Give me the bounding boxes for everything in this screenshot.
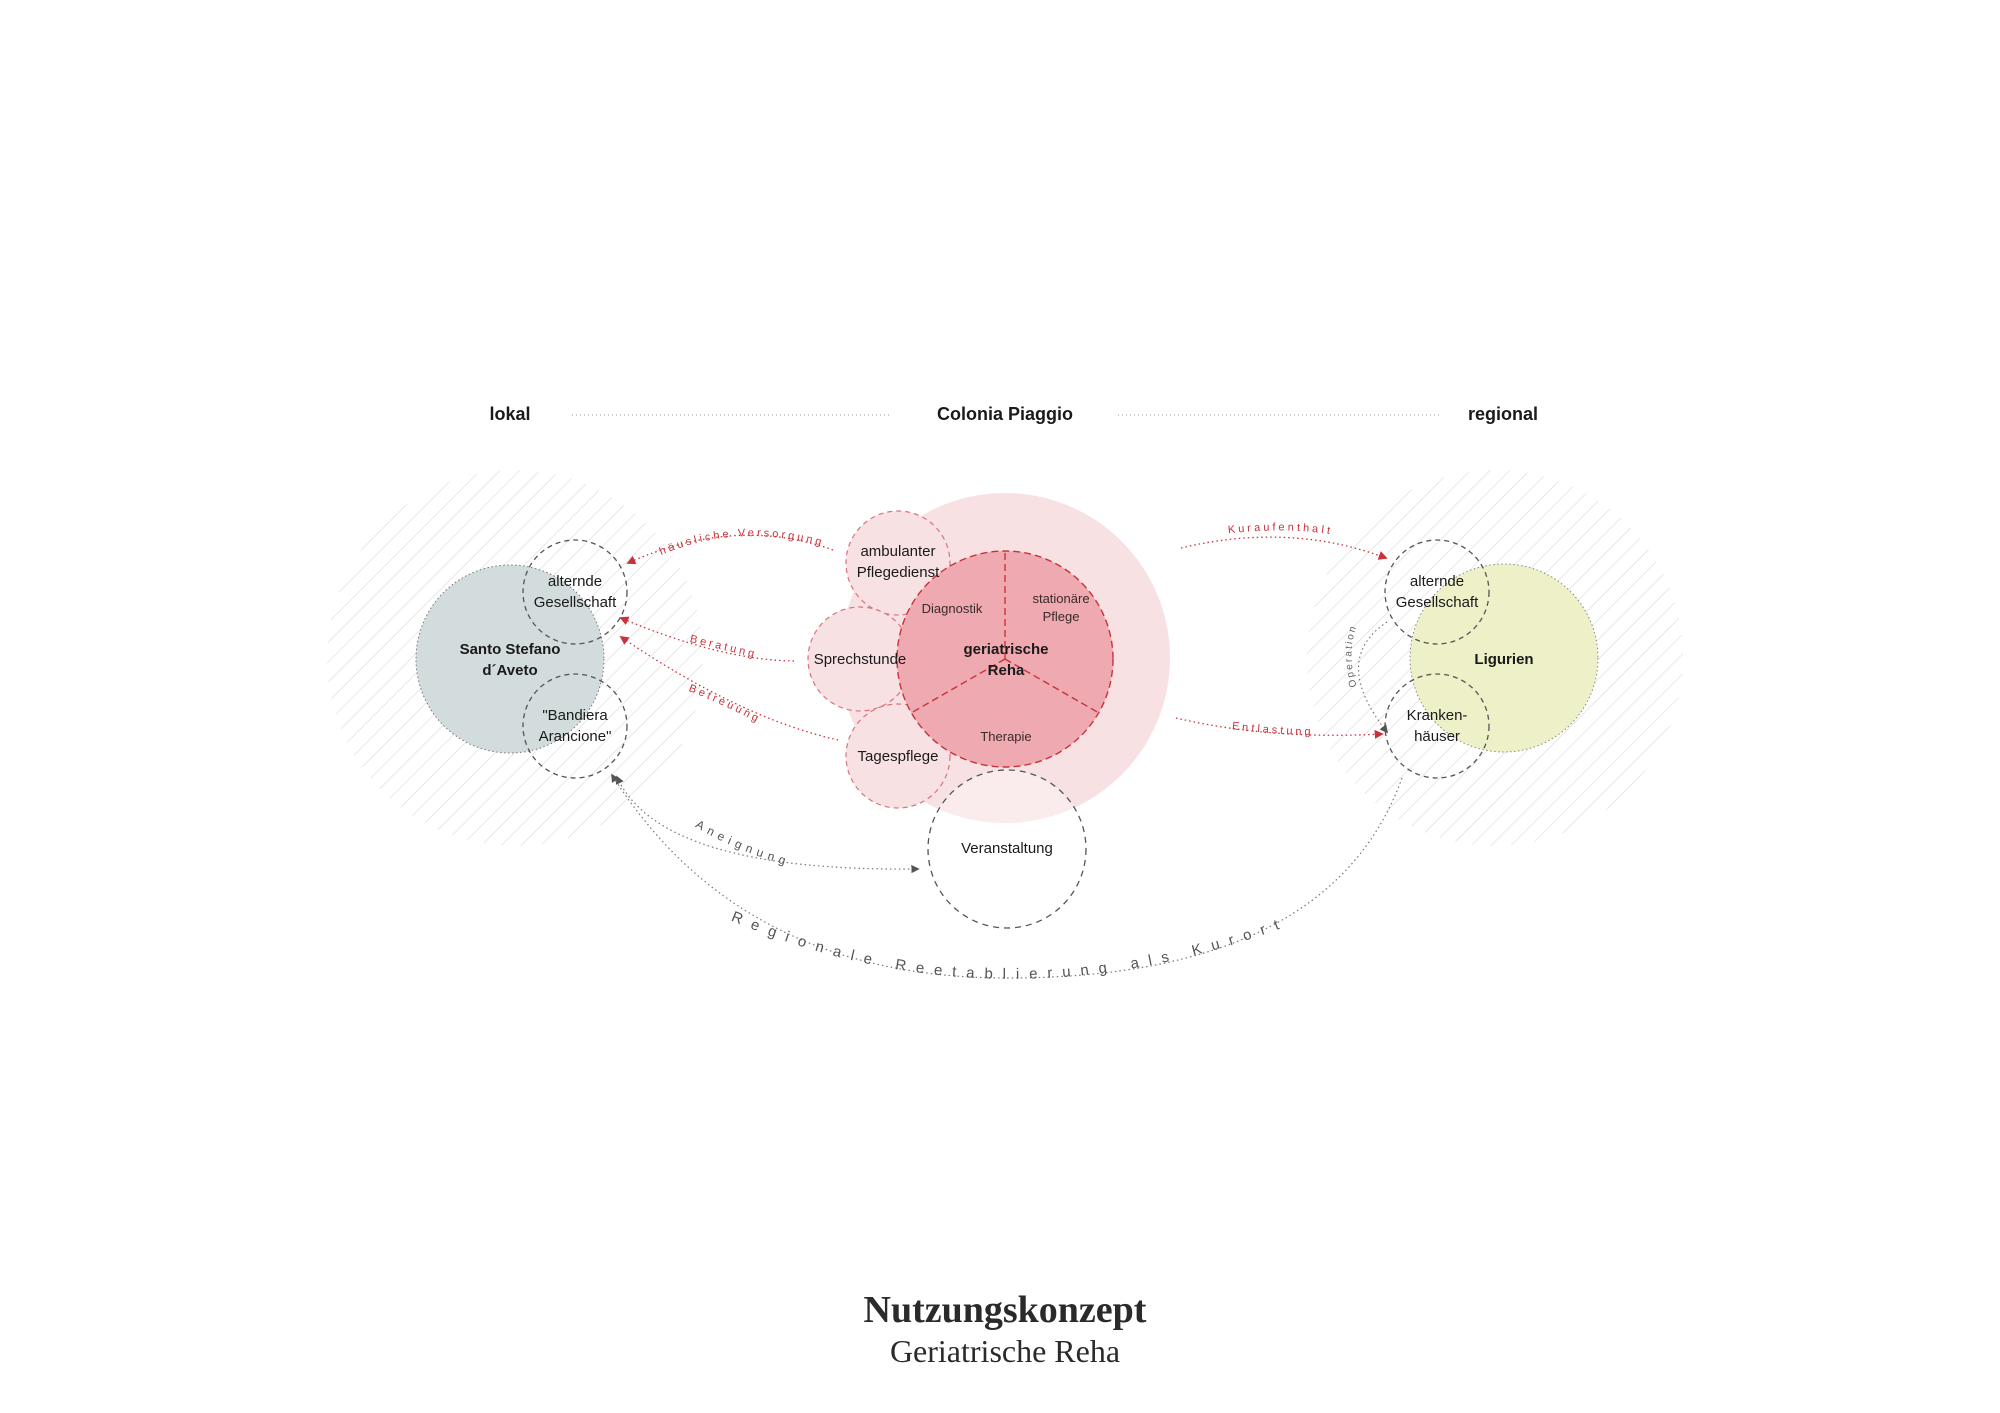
header-row: lokal Colonia Piaggio regional [489, 404, 1538, 424]
satellite-veranstaltung-label: Veranstaltung [961, 840, 1053, 857]
regional-hospitals-label-1: Kranken- [1407, 707, 1468, 724]
regional-hospitals-label-2: häuser [1414, 728, 1460, 745]
core-divider-right [1004, 658, 1100, 714]
center-cluster: geriatrische Reha Diagnostik stationäre … [807, 493, 1170, 929]
local-sub-circle-bandiera [522, 673, 628, 779]
flow-haeusliche-versorgung-label: häusliche Versorgung [658, 527, 826, 558]
satellite-veranstaltung-circle [927, 769, 1087, 929]
local-cluster: Santo Stefano d´Aveto alternde Gesellsch… [415, 539, 628, 779]
flow-aneignung-label: Aneignung [693, 817, 792, 869]
header-colonia-piaggio: Colonia Piaggio [937, 404, 1073, 424]
local-sub-circle-society [522, 539, 628, 645]
local-main-label-1: Santo Stefano [460, 641, 561, 658]
flow-beratung-arrow [619, 616, 795, 662]
flow-operation-label: Operation [1343, 623, 1359, 688]
local-society-label-1: alternde [548, 573, 602, 590]
regional-society-label-2: Gesellschaft [1396, 594, 1479, 611]
satellite-ambulant-label-2: Pflegedienst [857, 564, 940, 581]
flow-operation-arrow [1357, 621, 1389, 734]
regional-main-label: Ligurien [1474, 651, 1533, 668]
segment-diagnostik-label: Diagnostik [922, 601, 983, 616]
regional-society-label-1: alternde [1410, 573, 1464, 590]
segment-stationaer-label-2: Pflege [1043, 609, 1080, 624]
flow-entlastung-arrow [1175, 717, 1384, 739]
grey-flows [611, 621, 1403, 979]
caption-title: Nutzungskonzept [864, 1289, 1147, 1331]
local-society-label-2: Gesellschaft [534, 594, 617, 611]
satellite-ambulant-label-1: ambulanter [860, 543, 935, 560]
segment-stationaer-label-1: stationäre [1032, 591, 1089, 606]
regional-sub-circle-society [1384, 539, 1490, 645]
local-bandiera-label-1: "Bandiera [542, 707, 608, 724]
flow-betreuung-label: Betreuung [687, 682, 763, 726]
satellite-sprechstunde-label: Sprechstunde [814, 651, 907, 668]
local-bandiera-label-2: Arancione" [539, 728, 612, 745]
header-lokal: lokal [489, 404, 530, 424]
flow-entlastung-label: Entlastung [1231, 720, 1313, 738]
satellite-tagespflege-label: Tagespflege [858, 748, 939, 765]
header-regional: regional [1468, 404, 1538, 424]
segment-therapie-label: Therapie [980, 729, 1031, 744]
local-main-label-2: d´Aveto [482, 662, 537, 679]
flow-kuraufenthalt-label: Kuraufenthalt [1227, 521, 1333, 537]
flow-aneignung-arrow [615, 775, 920, 874]
core-label-2: Reha [988, 662, 1025, 679]
caption-subtitle: Geriatrische Reha [890, 1333, 1120, 1369]
core-divider-left [910, 658, 1006, 714]
red-flows [619, 534, 1388, 741]
regional-cluster: Ligurien alternde Gesellschaft Kranken- … [1384, 539, 1599, 779]
local-main-circle [415, 564, 605, 754]
regional-main-circle [1409, 563, 1599, 753]
core-label-1: geriatrische [963, 641, 1048, 658]
